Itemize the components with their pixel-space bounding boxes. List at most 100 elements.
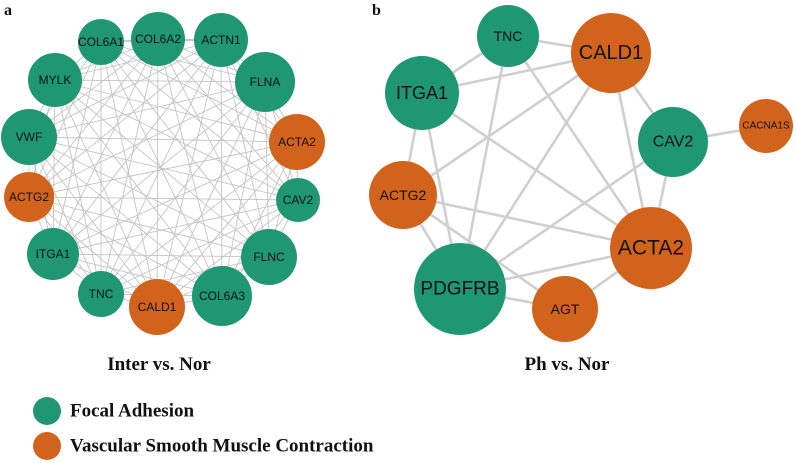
node-a-col6a2-circle (131, 12, 185, 66)
legend-label-focal-adhesion: Focal Adhesion (70, 401, 194, 422)
edge-a-cav2-vwf (28, 136, 299, 201)
edge-b-actg2-acta2 (402, 193, 652, 250)
node-a-cav2: CAV2 (276, 178, 320, 222)
panel-b-caption: Ph vs. Nor (525, 354, 611, 375)
edge-b-cald1-actg2 (402, 51, 612, 197)
node-b-actg2-label: ACTG2 (380, 187, 427, 203)
edge-a-acta2-col6a1 (100, 41, 298, 143)
edge-a-col6a3-col6a1 (100, 41, 223, 297)
node-b-cacna1s: CACNA1S (739, 99, 793, 153)
edge-a-col6a2-tnc (100, 38, 159, 295)
edge-a-cav2-tnc (100, 199, 299, 295)
node-b-cald1: CALD1 (571, 13, 651, 93)
edge-a-cald1-vwf (28, 136, 158, 308)
edge-a-flnc-itga1 (52, 253, 270, 258)
edge-a-actn1-flnc (220, 39, 270, 258)
edge-a-actn1-actg2 (28, 39, 222, 198)
node-b-acta2: ACTA2 (610, 207, 692, 289)
node-a-col6a3-circle (192, 266, 252, 326)
node-b-agt-circle (532, 276, 598, 342)
node-b-agt: AGT (532, 276, 598, 342)
legend-dot-focal-adhesion (33, 397, 61, 425)
node-a-flna-label: FLNA (250, 75, 281, 89)
edge-a-flna-col6a3 (221, 81, 266, 297)
node-a-col6a1-label: COL6A1 (78, 35, 124, 49)
node-b-acta2-label: ACTA2 (618, 237, 684, 260)
node-a-col6a3: COL6A3 (192, 266, 252, 326)
node-b-cav2-circle (638, 107, 708, 177)
edge-a-cald1-actg2 (28, 196, 158, 308)
node-a-acta2-label: ACTA2 (278, 135, 316, 149)
edge-a-cav2-col6a1 (100, 41, 299, 201)
edge-a-flna-tnc (100, 81, 266, 295)
edge-a-col6a3-vwf (28, 136, 223, 297)
node-b-tnc: TNC (477, 5, 539, 67)
edge-a-actn1-cav2 (220, 39, 299, 201)
node-b-acta2-circle (610, 207, 692, 289)
node-b-itga1-label: ITGA1 (396, 83, 448, 103)
edge-a-flna-vwf (28, 81, 266, 138)
node-a-mylk-label: MYLK (39, 73, 72, 87)
node-a-tnc: TNC (78, 271, 124, 317)
edge-a-actn1-mylk (54, 39, 222, 81)
node-a-actn1-circle (194, 13, 248, 67)
node-a-cald1-label: CALD1 (138, 300, 177, 314)
edge-a-col6a3-mylk (54, 79, 223, 297)
panel-a-letter: a (4, 2, 12, 19)
node-b-itga1-circle (385, 56, 459, 130)
node-b-pdgfrb-label: PDGFRB (420, 279, 499, 300)
edge-a-actg2-col6a1 (28, 41, 102, 198)
edge-a-acta2-mylk (54, 79, 298, 143)
node-a-actn1-label: ACTN1 (201, 33, 241, 47)
node-b-tnc-label: TNC (494, 28, 523, 44)
node-a-acta2: ACTA2 (269, 114, 325, 170)
node-a-cald1-circle (129, 279, 185, 335)
edge-a-cav2-cald1 (156, 199, 299, 308)
node-a-tnc-label: TNC (89, 287, 114, 301)
node-a-flna: FLNA (235, 52, 295, 112)
node-b-cald1-label: CALD1 (579, 42, 643, 64)
edge-a-cald1-col6a1 (100, 41, 158, 308)
node-a-col6a1: COL6A1 (78, 19, 124, 65)
node-a-mylk-circle (28, 53, 82, 107)
node-a-actn1: ACTN1 (194, 13, 248, 67)
legend-dot-vsmc (33, 432, 61, 460)
node-a-actg2-label: ACTG2 (9, 190, 49, 204)
edge-a-acta2-tnc (100, 141, 298, 295)
node-a-mylk: MYLK (28, 53, 82, 107)
edge-a-flnc-actg2 (28, 196, 270, 258)
node-a-flnc-circle (241, 229, 297, 285)
edge-a-actn1-col6a3 (220, 39, 223, 297)
legend: Focal Adhesion Vascular Smooth Muscle Co… (33, 397, 374, 460)
node-b-cald1-circle (571, 13, 651, 93)
node-b-actg2: ACTG2 (369, 161, 437, 229)
node-b-cav2-label: CAV2 (653, 134, 694, 151)
node-a-col6a2: COL6A2 (131, 12, 185, 66)
edge-a-cav2-mylk (54, 79, 299, 201)
node-b-agt-label: AGT (551, 301, 580, 317)
edge-a-cav2-itga1 (52, 199, 299, 255)
panel-a-caption: Inter vs. Nor (107, 354, 211, 375)
node-a-flnc-label: FLNC (253, 250, 285, 264)
node-a-tnc-circle (78, 271, 124, 317)
node-a-flna-circle (235, 52, 295, 112)
edge-a-col6a2-cav2 (157, 38, 299, 201)
node-b-itga1: ITGA1 (385, 56, 459, 130)
node-a-vwf-label: VWF (16, 130, 43, 144)
edge-a-flnc-vwf (28, 136, 270, 258)
edge-a-itga1-col6a1 (52, 41, 102, 255)
edge-b-cald1-pdgfrb (458, 52, 613, 290)
edge-a-itga1-mylk (52, 79, 56, 255)
edge-a-cald1-mylk (54, 79, 158, 308)
node-a-itga1-circle (27, 228, 79, 280)
node-a-vwf-circle (1, 109, 57, 165)
edge-a-flna-mylk (54, 79, 266, 83)
node-a-col6a3-label: COL6A3 (199, 289, 245, 303)
node-a-col6a2-label: COL6A2 (135, 32, 181, 46)
node-b-pdgfrb-circle (414, 243, 506, 335)
node-a-actg2-circle (4, 172, 54, 222)
